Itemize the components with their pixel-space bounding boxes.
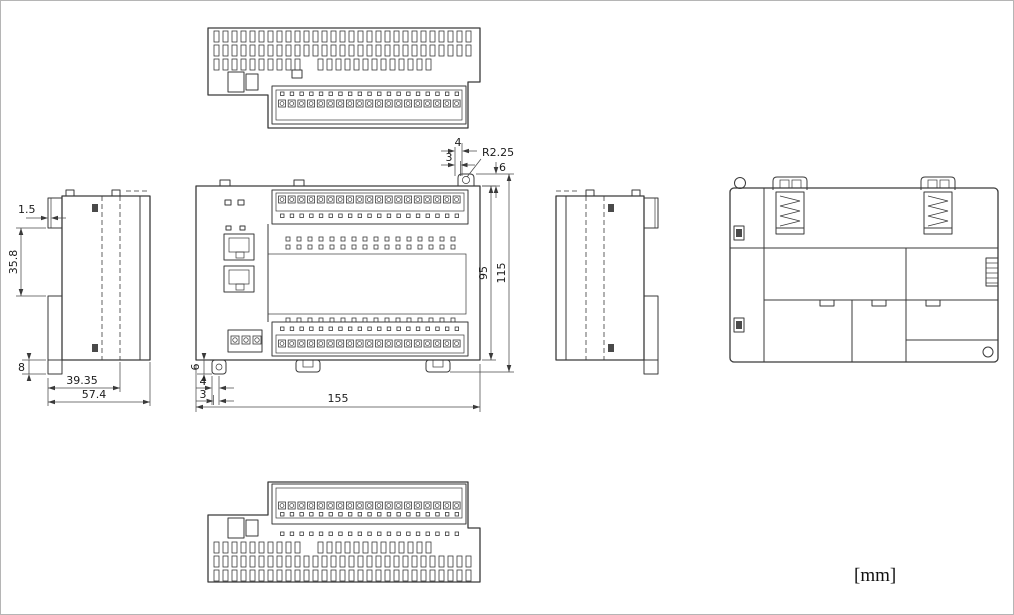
bottom-terminal-strip [271,483,467,525]
ethernet-ports [223,199,255,293]
dim-hook-offset-a-label: 4 [200,375,207,388]
front-view [195,173,481,375]
upper-terminal-strip [271,189,469,225]
dim-ear-offset-b-label: 3 [446,151,453,164]
front-cover [267,253,467,315]
ear-hole [462,176,470,184]
dim-ear-hole-radius-label: R2.25 [482,146,514,159]
top-terminal-strip [271,85,467,125]
dim-bottom-step-label: 8 [18,361,25,374]
rear-pin-connector [985,257,999,287]
led-row-upper-2 [285,244,456,250]
dim-ear-height-label: 6 [499,161,506,174]
dim-din-window-label: 35.8 [7,250,20,275]
mounting-ear [457,173,475,186]
led-row-upper-1 [285,236,456,242]
dim-overall-depth-label: 57.4 [82,388,107,401]
din-clip-right [920,176,956,235]
dim-front-lip-label: 1.5 [18,203,36,216]
dim-ear-offset-a-label: 4 [455,136,462,149]
dim-side: 1.5 35.8 8 39.35 57.4 [7,203,151,406]
dim-front: 155 95 115 4 3 R2.25 [189,136,514,412]
dim-overall-height-label: 115 [495,263,508,284]
top-view [207,27,481,129]
dim-body-depth-label: 39.35 [66,374,98,387]
dim-hook-height-label: 6 [189,364,202,371]
right-side-view [555,189,659,375]
dim-body-height-label: 95 [477,266,490,280]
dim-width-label: 155 [328,392,349,405]
rear-hook-hole [982,346,994,358]
dim-hook-offset-b-label: 3 [200,388,207,401]
rear-knob [734,177,746,189]
din-hooks [211,359,451,375]
rear-view [729,176,999,363]
din-clip-left [772,176,808,235]
units-label: [mm] [854,565,896,586]
power-connector [227,329,263,353]
bottom-view [207,481,481,583]
lower-terminal-strip [271,321,469,357]
left-side-view [47,189,151,375]
